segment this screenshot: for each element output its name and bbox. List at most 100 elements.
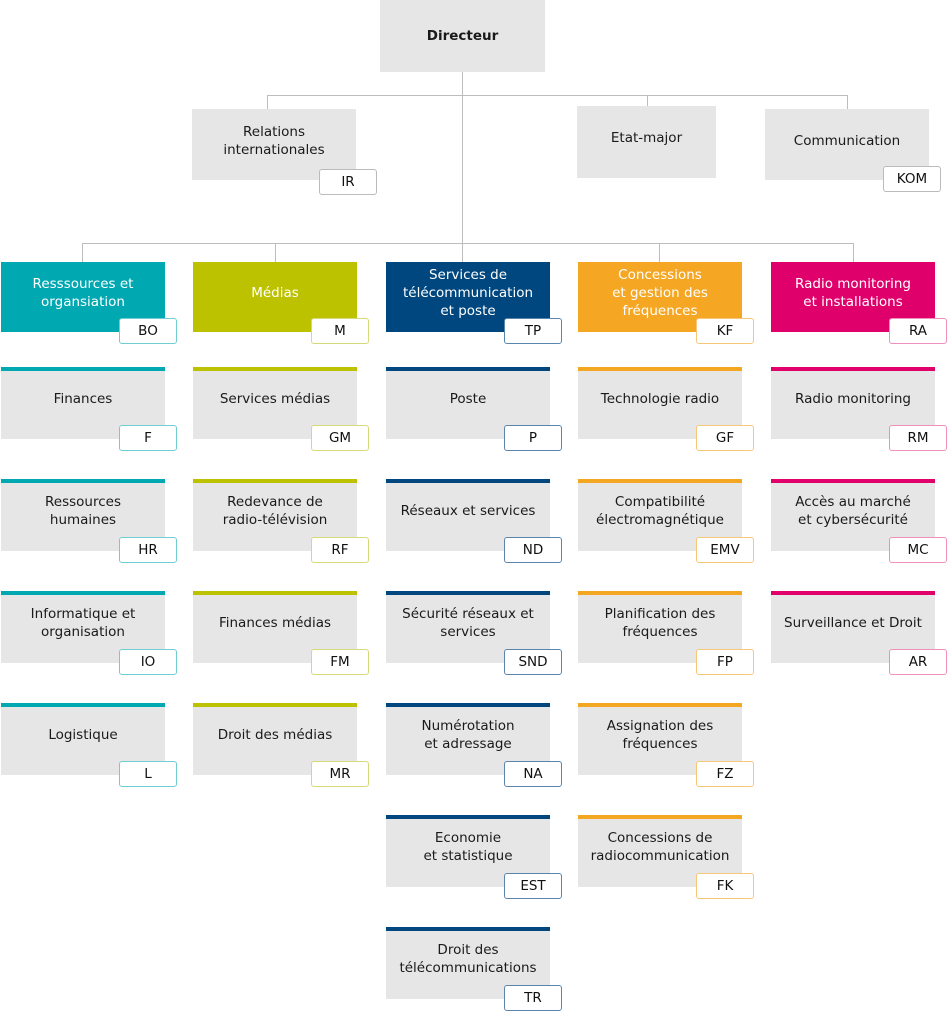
unit-code-badge: RF <box>311 537 369 563</box>
box-label: Radio monitoring <box>795 391 911 407</box>
box-label: Economie et statistique <box>423 830 513 864</box>
box-label: Planification des fréquences <box>604 606 716 640</box>
unit-code-badge: FK <box>696 873 754 899</box>
box-label: Accès au marché et cybersécurité <box>795 494 911 528</box>
box-label: Resssources et organsiation <box>32 276 134 310</box>
unit-color-bar <box>1 591 165 595</box>
unit-color-bar <box>1 703 165 707</box>
unit-box: Numérotation et adressage <box>386 703 550 775</box>
unit-color-bar <box>578 591 742 595</box>
connector-line <box>462 72 463 262</box>
box-label: Droit des télécommunications <box>399 942 537 976</box>
box-label: Radio monitoring et installations <box>795 276 911 310</box>
box-label: Droit des médias <box>217 727 333 743</box>
staff-box: Relations internationales <box>192 109 356 180</box>
box-label: Relations internationales <box>223 123 325 158</box>
box-label: Technologie radio <box>600 391 720 407</box>
unit-box: Finances <box>1 367 165 439</box>
box-label: Poste <box>449 391 487 407</box>
unit-color-bar <box>386 591 550 595</box>
connector-line <box>659 243 660 262</box>
connector-line <box>847 95 848 109</box>
box-label: Surveillance et Droit <box>784 615 922 631</box>
box-label: Services médias <box>219 391 331 407</box>
unit-color-bar <box>386 367 550 371</box>
unit-code-badge: RM <box>889 425 947 451</box>
unit-code-badge: MR <box>311 761 369 787</box>
unit-code-badge: GM <box>311 425 369 451</box>
unit-color-bar <box>386 479 550 483</box>
box-label: Finances médias <box>218 615 332 631</box>
unit-color-bar <box>578 367 742 371</box>
unit-code-badge: KF <box>696 318 754 344</box>
unit-code-badge: MC <box>889 537 947 563</box>
box-label: Etat-major <box>610 130 683 146</box>
unit-code-badge: GF <box>696 425 754 451</box>
unit-color-bar <box>193 591 357 595</box>
box-label: Ressources humaines <box>45 494 121 528</box>
unit-color-bar <box>771 591 935 595</box>
unit-color-bar <box>193 703 357 707</box>
unit-code-badge: SND <box>504 649 562 675</box>
connector-line <box>267 95 848 96</box>
box-label: Finances <box>53 391 113 407</box>
box-label: Sécurité réseaux et services <box>402 606 534 640</box>
unit-code-badge: BO <box>119 318 177 344</box>
box-label: Communication <box>793 132 901 149</box>
unit-code-badge: M <box>311 318 369 344</box>
unit-code-badge: TP <box>504 318 562 344</box>
unit-code-badge: AR <box>889 649 947 675</box>
unit-code-badge: RA <box>889 318 947 344</box>
unit-box: Accès au marché et cybersécurité <box>771 479 935 551</box>
unit-code-badge: P <box>504 425 562 451</box>
unit-box: Assignation des fréquences <box>578 703 742 775</box>
unit-code-badge: FZ <box>696 761 754 787</box>
unit-code-badge: IR <box>319 169 377 195</box>
unit-color-bar <box>386 703 550 707</box>
unit-code-badge: FM <box>311 649 369 675</box>
unit-code-badge: FP <box>696 649 754 675</box>
unit-code-badge: NA <box>504 761 562 787</box>
unit-color-bar <box>386 815 550 819</box>
connector-line <box>267 95 268 109</box>
connector-line <box>275 243 276 262</box>
box-label: Logistique <box>48 727 118 743</box>
staff-box: Etat-major <box>577 106 716 178</box>
box-label: Concessions de radiocommunication <box>590 830 730 864</box>
unit-color-bar <box>193 367 357 371</box>
box-label: Services de télécommunication et poste <box>402 267 534 319</box>
unit-color-bar <box>578 479 742 483</box>
unit-code-badge: F <box>119 425 177 451</box>
box-label: Compatibilité électromagnétique <box>596 494 724 528</box>
unit-code-badge: KOM <box>883 166 941 192</box>
box-label: Médias <box>251 285 299 301</box>
box-label: Directeur <box>426 28 499 44</box>
unit-code-badge: EMV <box>696 537 754 563</box>
unit-color-bar <box>578 703 742 707</box>
unit-code-badge: EST <box>504 873 562 899</box>
unit-code-badge: ND <box>504 537 562 563</box>
box-label: Concessions et gestion des fréquences <box>612 267 708 319</box>
unit-box: Planification des fréquences <box>578 591 742 663</box>
connector-line <box>82 243 83 262</box>
box-label: Réseaux et services <box>400 503 536 519</box>
connector-line <box>462 243 463 262</box>
box-label: Assignation des fréquences <box>606 718 714 752</box>
connector-line <box>82 243 854 244</box>
division-header: Resssources et organsiation <box>1 262 165 332</box>
director-box: Directeur <box>380 0 545 72</box>
unit-code-badge: HR <box>119 537 177 563</box>
unit-color-bar <box>578 815 742 819</box>
box-label: Numérotation et adressage <box>421 718 515 752</box>
unit-box: Informatique et organisation <box>1 591 165 663</box>
unit-color-bar <box>1 367 165 371</box>
unit-color-bar <box>193 479 357 483</box>
unit-color-bar <box>1 479 165 483</box>
unit-code-badge: TR <box>504 985 562 1011</box>
box-label: Informatique et organisation <box>30 606 136 640</box>
unit-color-bar <box>771 367 935 371</box>
unit-code-badge: IO <box>119 649 177 675</box>
connector-line <box>647 95 648 109</box>
box-label: Redevance de radio-télévision <box>222 494 328 528</box>
